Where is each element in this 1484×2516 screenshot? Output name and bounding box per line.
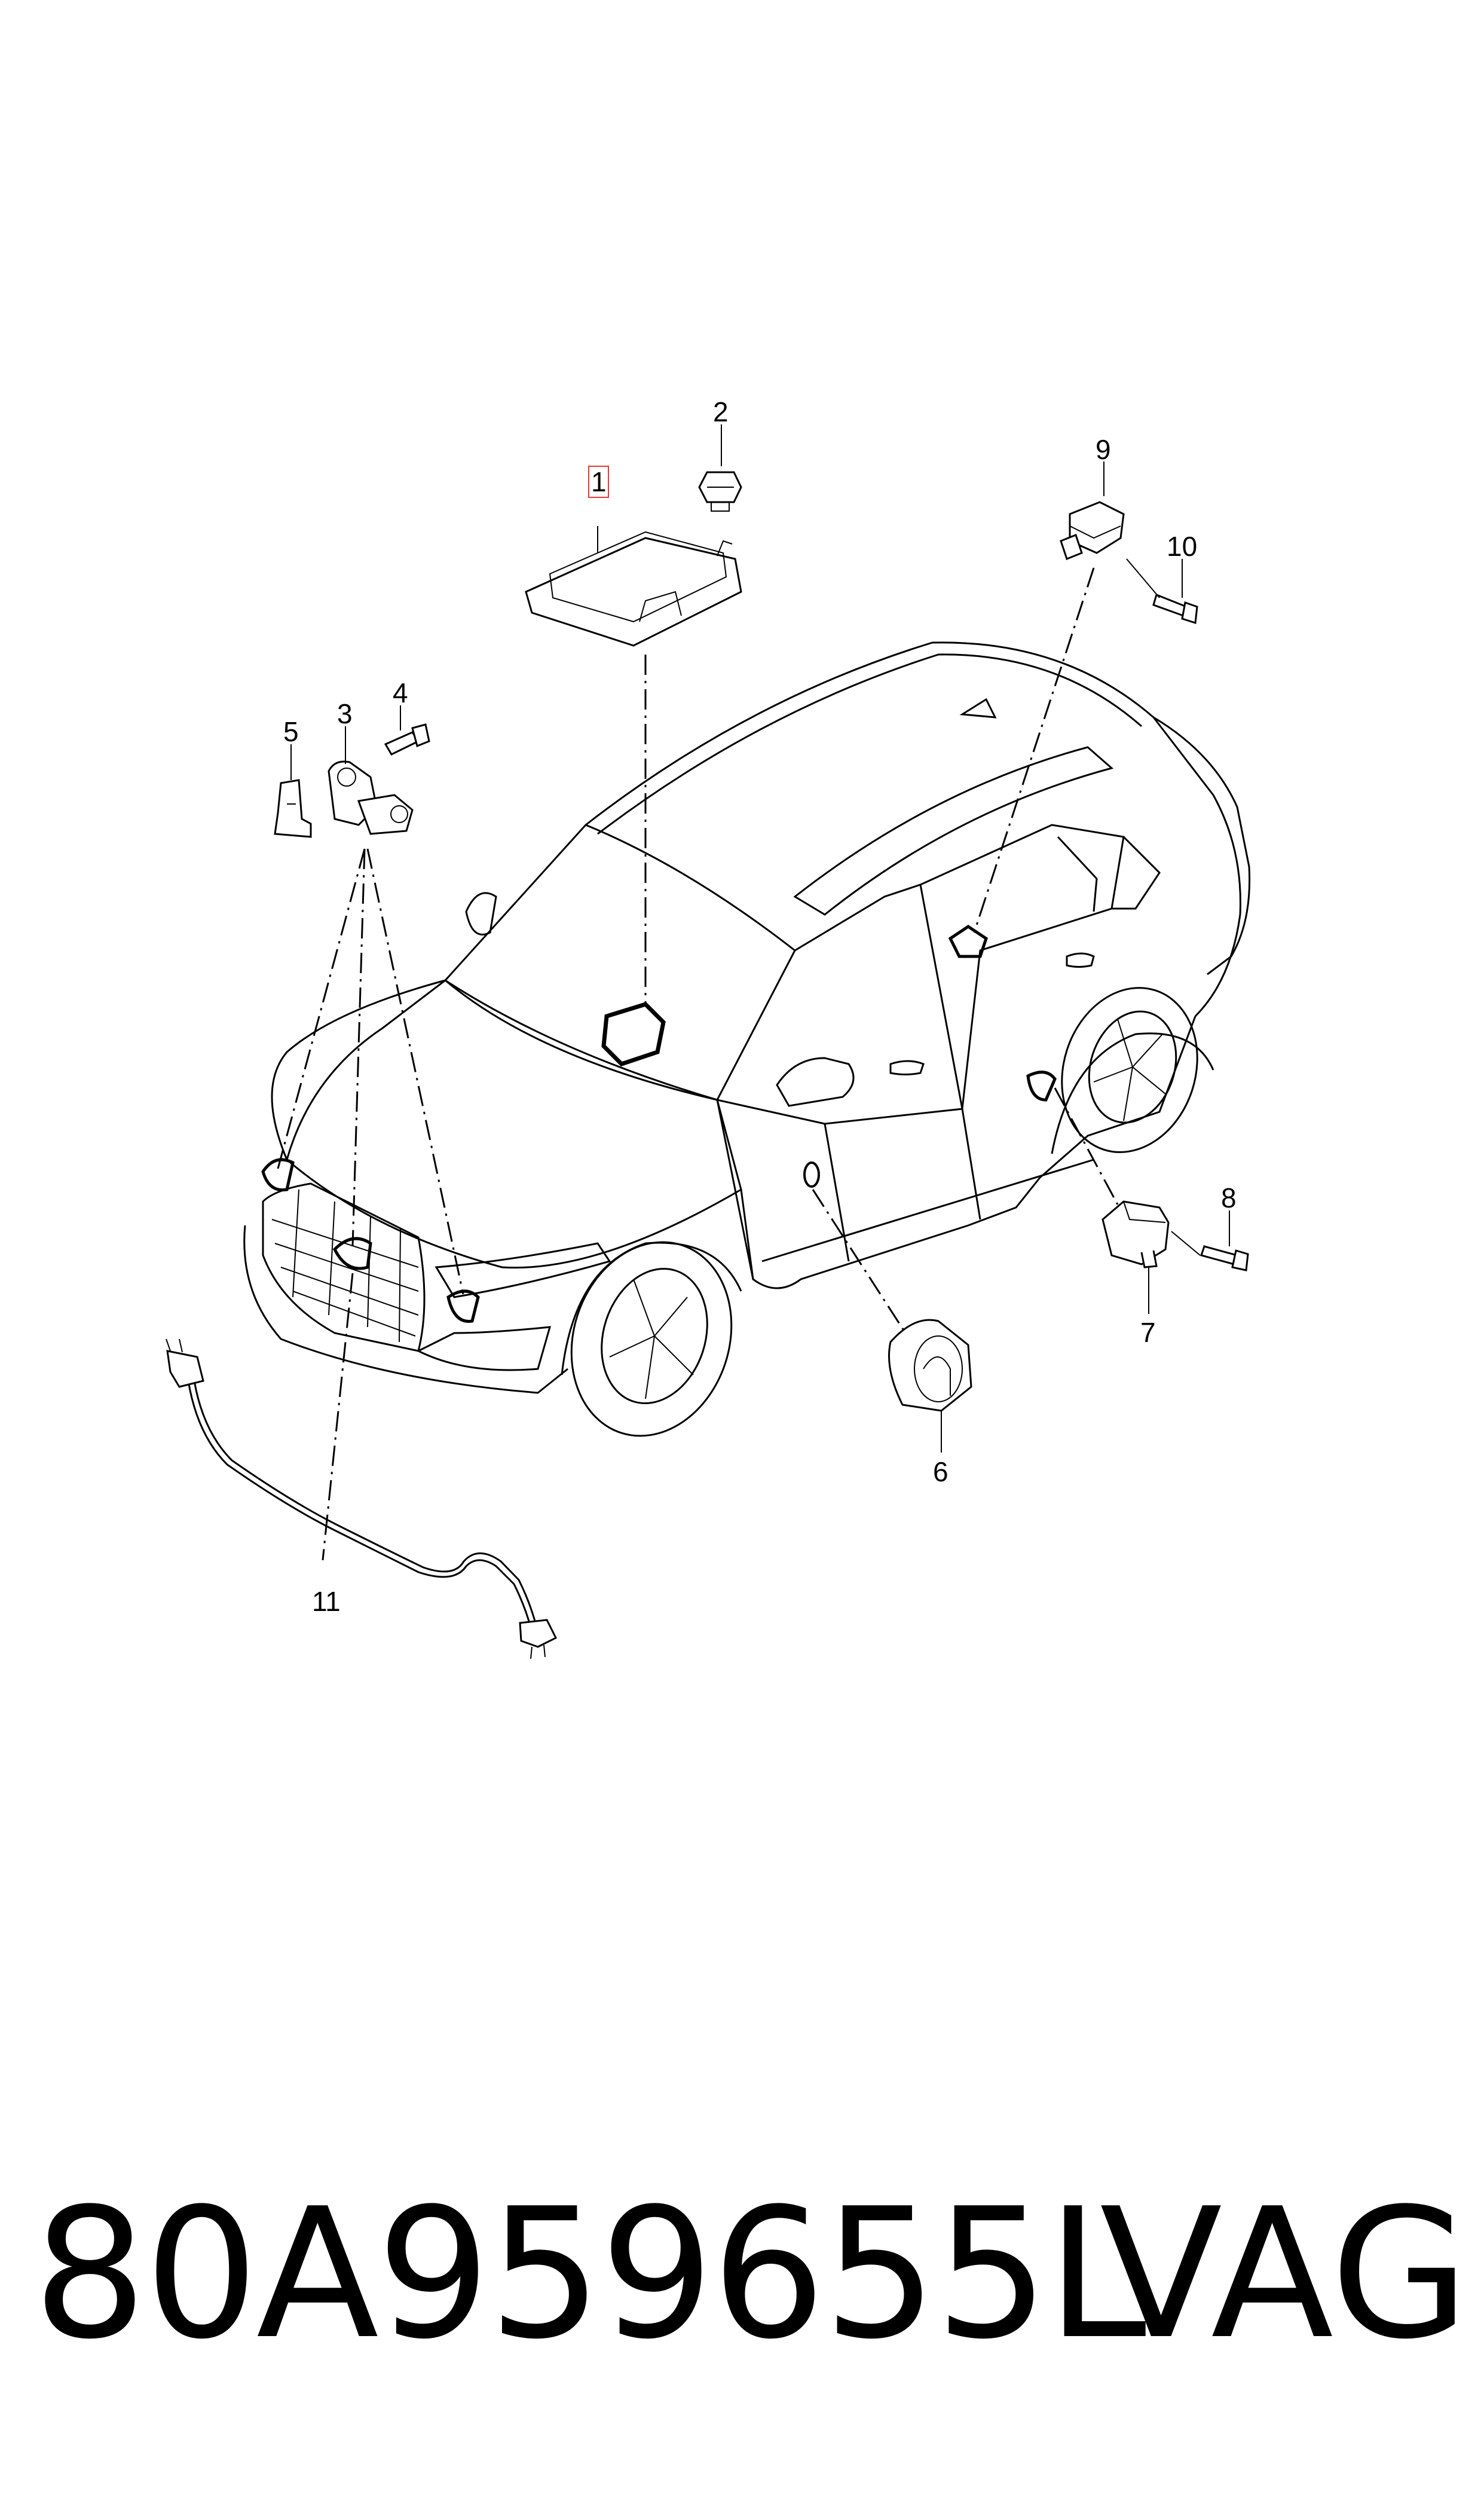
- crash-sensor-side[interactable]: [1101, 1200, 1170, 1268]
- screw-upper-right[interactable]: [1152, 593, 1198, 624]
- callout-8[interactable]: 8: [1221, 1182, 1237, 1213]
- callout-5[interactable]: 5: [283, 716, 299, 747]
- brand-label: VAG: [1100, 2170, 1470, 2379]
- screw-upper-left[interactable]: [384, 723, 430, 756]
- screw-right[interactable]: [1200, 1245, 1249, 1271]
- airbag-control-unit[interactable]: [525, 531, 742, 647]
- callout-6[interactable]: 6: [933, 1456, 948, 1487]
- callout-1-highlight-box: [588, 466, 609, 498]
- leader-lines: [290, 424, 1230, 1453]
- callout-9[interactable]: 9: [1096, 434, 1111, 465]
- crash-sensor-front[interactable]: [328, 760, 414, 835]
- crash-sensor-side-round[interactable]: [888, 1319, 972, 1412]
- part-number: 80A959655L: [33, 2170, 1146, 2379]
- callout-2[interactable]: 2: [713, 396, 729, 427]
- callout-1[interactable]: 1: [591, 466, 607, 497]
- nut[interactable]: [698, 471, 742, 512]
- callout-4[interactable]: 4: [393, 677, 408, 708]
- mounting-marks: [261, 924, 1057, 1323]
- parts-diagram: 1 2 3 4 5 6 7 8 9 10 11: [166, 396, 1251, 1659]
- callout-10[interactable]: 10: [1167, 531, 1197, 562]
- wiring-harness[interactable]: [166, 1338, 558, 1659]
- footer: 80A959655L VAG: [0, 2176, 1484, 2373]
- callout-labels: 1 2 3 4 5 6 7 8 9 10 11: [283, 396, 1237, 1617]
- callout-3[interactable]: 3: [337, 698, 353, 729]
- callout-11[interactable]: 11: [312, 1586, 341, 1617]
- dash-center-lines: [277, 567, 1119, 1561]
- bracket[interactable]: [274, 779, 312, 838]
- callout-7[interactable]: 7: [1140, 1317, 1156, 1348]
- pressure-sensor[interactable]: [1060, 501, 1125, 560]
- car-outline: [243, 641, 1251, 1437]
